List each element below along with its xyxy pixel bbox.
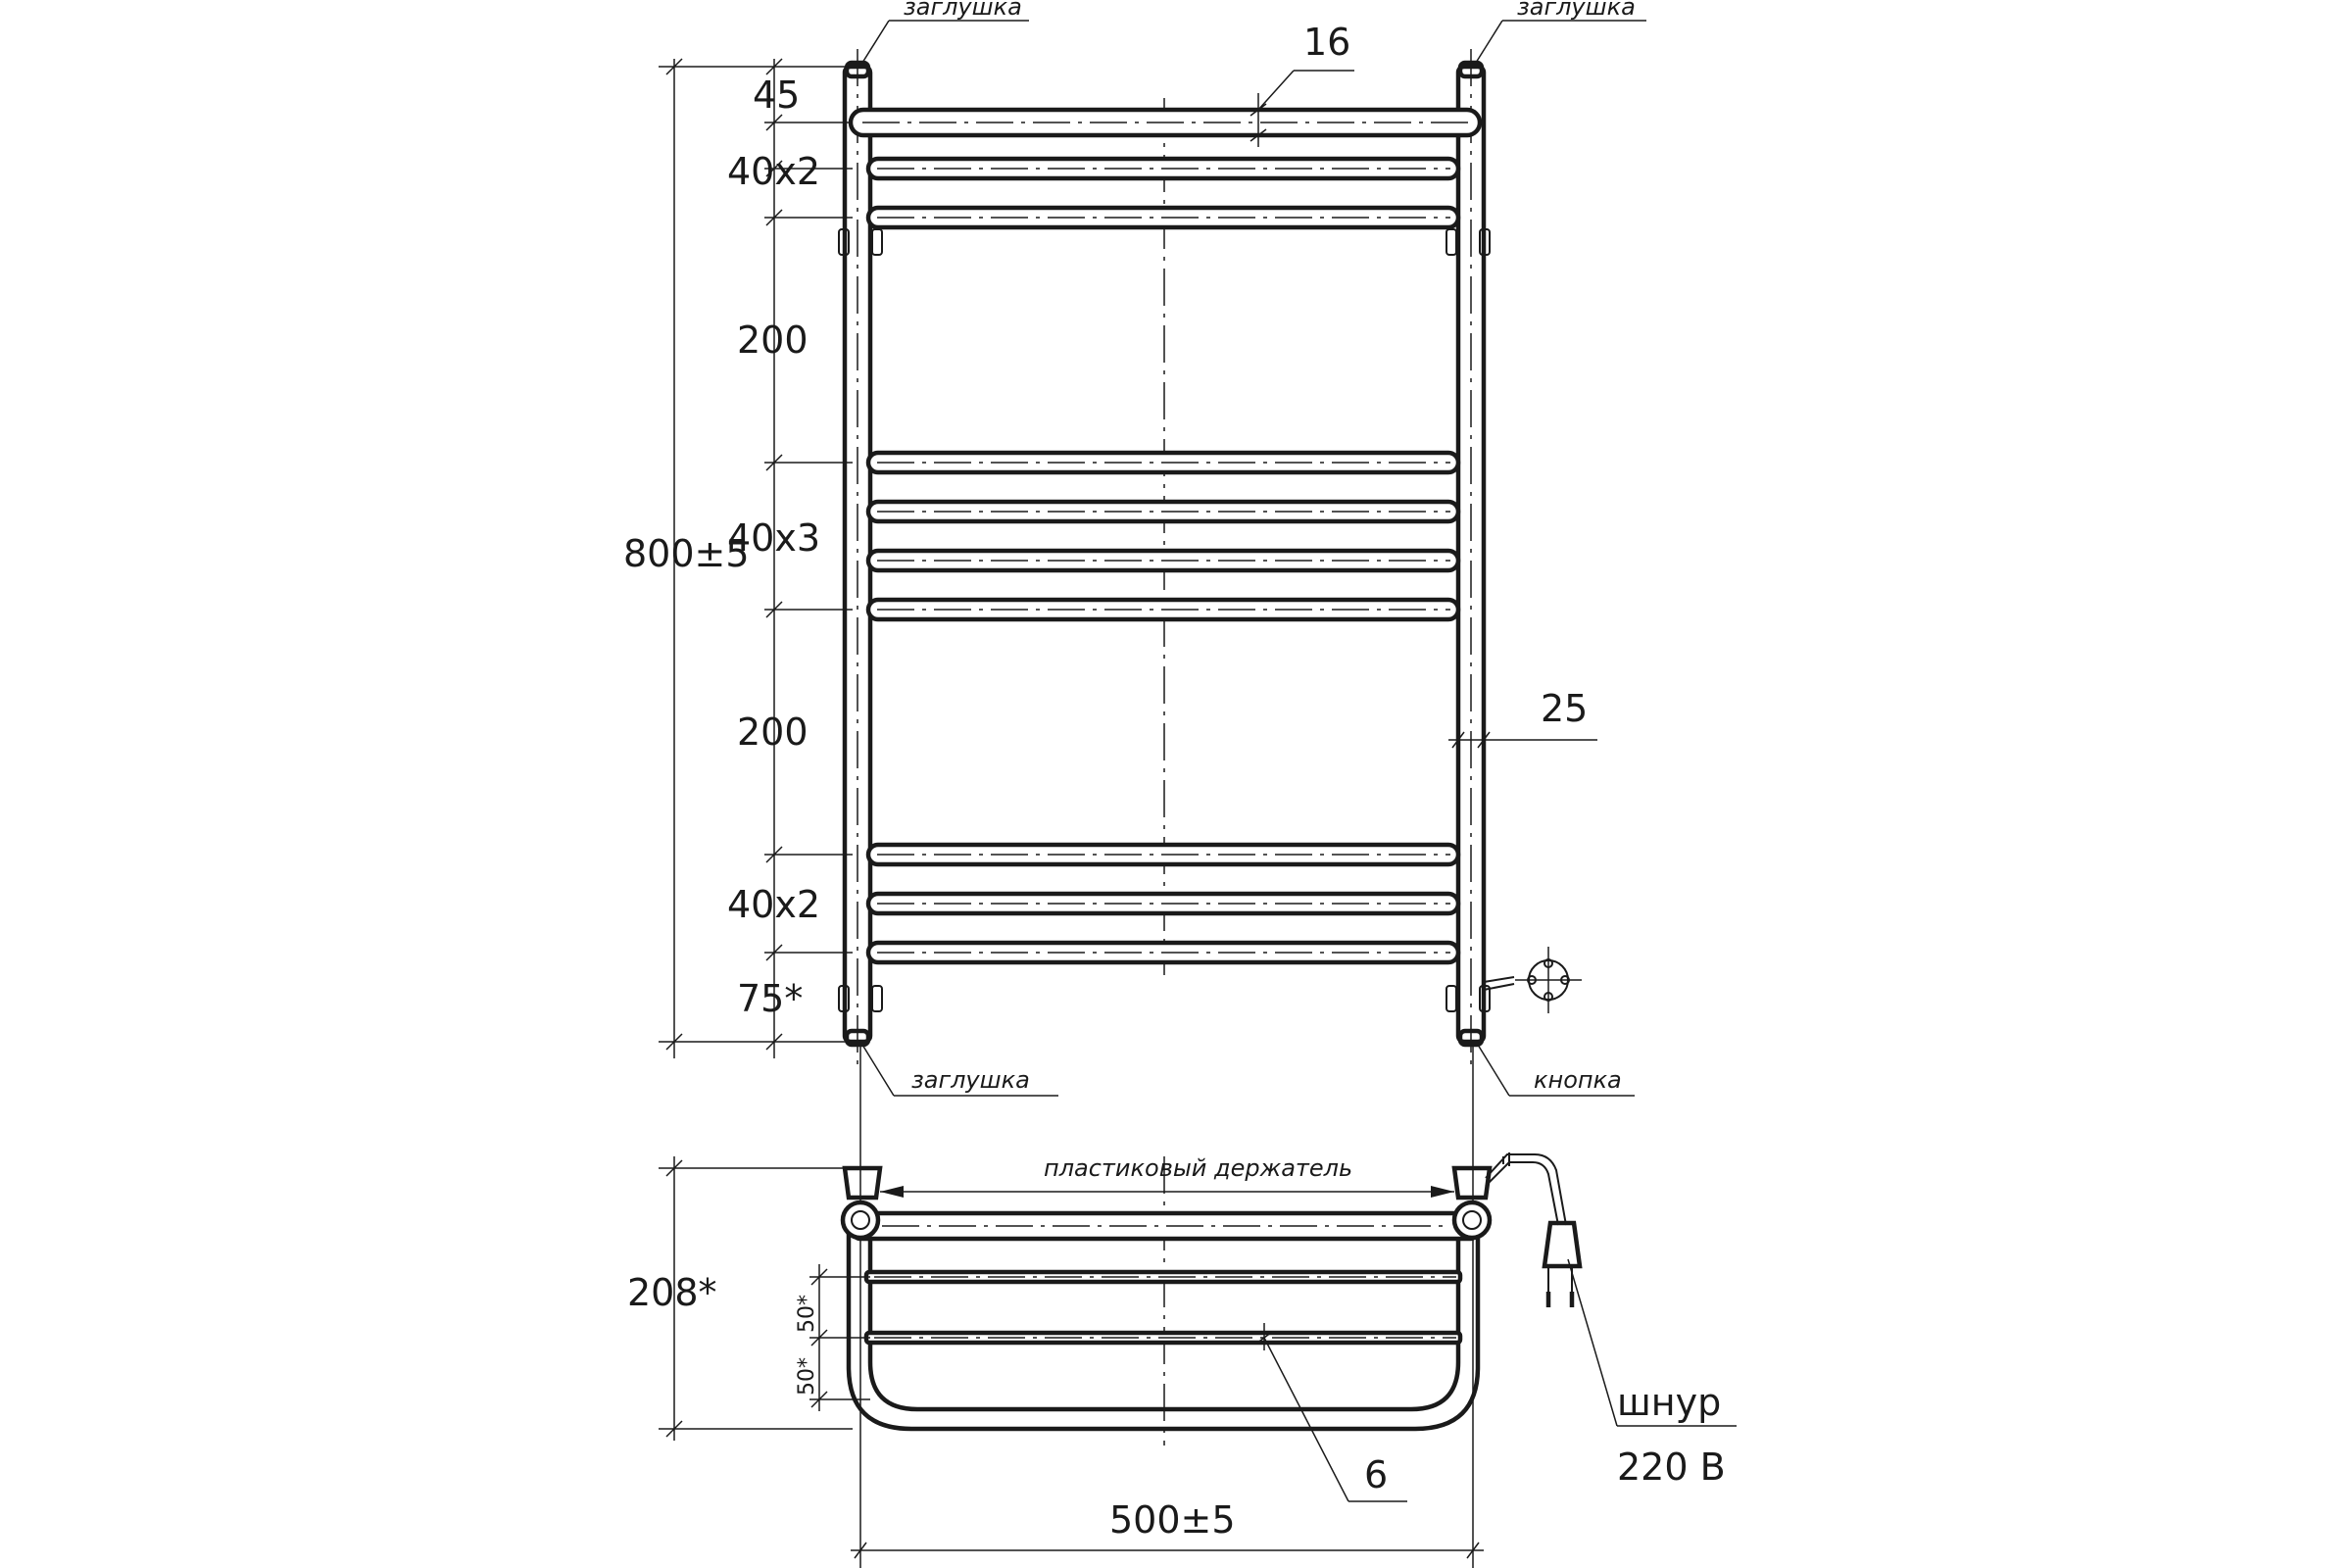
dim-label-16: 16 [1303,21,1350,64]
dim-label-200-lower: 200 [737,710,808,754]
leader-top-right [1473,20,1646,68]
leader-top-left [859,20,1029,68]
bottom-right-plug [1457,1028,1485,1048]
right-holder-icon [1451,1165,1493,1241]
bracket-top-left-inner [871,228,883,256]
dim-label-75: 75* [737,977,803,1020]
dim-label-6: 6 [1364,1453,1388,1496]
dim-label-50-lower: 50* [795,1357,819,1396]
dim-chain-vertical [659,58,853,1058]
bracket-bottom-left-inner [871,985,883,1012]
crossbars [865,156,1461,965]
dim-depth [659,1156,853,1441]
bracket-top-right-inner [1446,228,1457,256]
left-holder-icon [840,1165,883,1241]
dim-label-25: 25 [1541,687,1588,730]
bracket-bottom-right-inner [1446,985,1457,1012]
dim-label-40x3: 40х3 [727,516,820,560]
dim-holder [880,1186,1454,1198]
front-view: заглушка заглушка заглушка кнопка [623,0,1646,1097]
label-plug-bottom-left: заглушка [911,1066,1030,1094]
leader-button [1475,1040,1635,1097]
shelf-frame-outer [846,1223,1481,1432]
top-view: пластиковый держатель шнур 220 В 2 [627,1045,1737,1568]
leader-bottom-left [859,1040,1058,1097]
label-plug-top-left: заглушка [904,0,1022,21]
bracket-top-left-outer [838,228,850,256]
cord-icon [1485,1152,1583,1307]
dim-shelf-steps [809,1264,870,1411]
dim-label-200-upper: 200 [737,318,808,362]
dim-total-height [665,58,683,1058]
bracket-bottom-right-outer [1479,985,1491,1012]
dim-riser-width [1448,731,1597,749]
dim-shelf-rod [1255,1323,1407,1502]
dim-label-40x2-bottom: 40х2 [727,883,820,926]
dim-label-208: 208* [627,1271,717,1314]
label-cord: шнур [1617,1381,1721,1424]
right-riser [1455,64,1487,1045]
label-button: кнопка [1534,1066,1622,1094]
dim-label-500: 500±5 [1109,1498,1236,1542]
button-icon [1483,947,1582,1013]
label-voltage: 220 В [1617,1446,1726,1489]
top-right-plug [1457,60,1485,79]
dim-label-45: 45 [753,74,800,117]
left-riser [842,64,873,1045]
leader-cord [1567,1258,1737,1427]
bracket-top-right-outer [1479,228,1491,256]
dim-tube-diameter [1250,70,1354,147]
bottom-left-plug [844,1028,871,1048]
shelf-frame-inner [867,1237,1461,1412]
dim-label-50-upper: 50* [795,1295,819,1333]
label-plug-top-right: заглушка [1517,0,1636,21]
dim-total-width [851,1542,1484,1559]
dim-label-800: 800±5 [623,532,750,575]
top-left-plug [844,60,871,79]
label-holder: пластиковый держатель [1044,1154,1352,1182]
bracket-bottom-left-outer [838,985,850,1012]
dim-label-40x2-top: 40х2 [727,150,820,193]
